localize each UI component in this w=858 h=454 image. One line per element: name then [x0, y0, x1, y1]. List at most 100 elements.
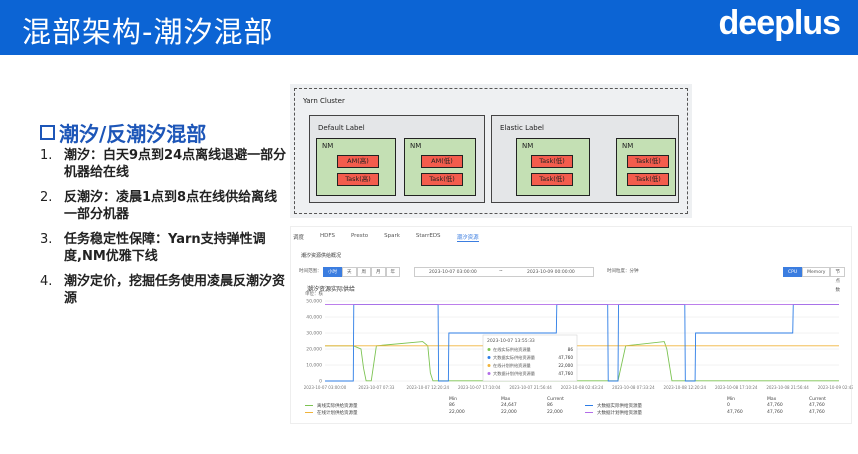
range-month[interactable]: 月: [371, 267, 386, 277]
legend-max: 22,000: [501, 410, 517, 415]
section-title-text: 潮汐/反潮汐混部: [59, 122, 207, 146]
tooltip-name: 在线实际供给资源量: [493, 346, 531, 353]
item-number: 1.: [40, 148, 53, 163]
tooltip-value: 47,760: [558, 355, 573, 360]
metric-memory[interactable]: Memory: [802, 267, 831, 277]
x-tick-label: 2023-10-08 02:43:24: [561, 385, 604, 390]
x-tick-label: 2023-10-07 21:56:44: [509, 385, 552, 390]
item-number: 3.: [40, 232, 53, 247]
list-item: 4. 潮汐定价，挖掘任务使用凌晨反潮汐资源: [40, 273, 288, 307]
slide-title: 混部架构-潮汐混部: [22, 15, 274, 49]
chart-legend: Min Max Current Min Max Current 离线实际供给资源…: [301, 397, 841, 421]
item-number: 4.: [40, 274, 53, 289]
tooltip-name: 在线计划供给资源量: [493, 362, 531, 369]
metric-nodes[interactable]: 节点数: [830, 267, 845, 293]
legend-header-current: Current: [547, 397, 564, 402]
series-line-1: [325, 341, 839, 382]
tab-spark[interactable]: Spark: [384, 233, 400, 239]
item-text: 潮汐：白天9点到24点离线退避一部分机器给在线: [64, 148, 287, 180]
tab-presto[interactable]: Presto: [350, 233, 369, 239]
range-week[interactable]: 周: [356, 267, 371, 277]
tooltip-dot: [487, 372, 491, 375]
tab-starreds[interactable]: StarrEDS: [415, 233, 441, 239]
legend-header-min: Min: [449, 397, 457, 402]
nm-label: NM: [522, 142, 534, 150]
tooltip-dot: [487, 364, 491, 367]
task-low-box: Task(低): [421, 173, 463, 186]
yarn-cluster-box: Yarn Cluster Default Label NM AM(高) Task…: [294, 88, 688, 214]
x-tick-label: 2023-10-07 17:10:04: [458, 385, 501, 390]
legend-current: 47,760: [809, 403, 825, 408]
y-tick-label: 20,000: [306, 347, 322, 353]
default-label-box: Default Label NM AM(高) Task(高) NM AM(低) …: [309, 115, 485, 203]
filter-bar: 时间范围： 小时 天 周 月 年 2023-10-07 03:00:00 ~ 2…: [299, 267, 845, 293]
metric-selector: CPU Memory 节点数: [783, 267, 845, 293]
range-year[interactable]: 年: [385, 267, 400, 277]
elastic-label-title: Elastic Label: [500, 124, 544, 132]
x-tick-label: 2023-10-08 17:10:24: [715, 385, 758, 390]
legend-current: 86: [547, 403, 553, 408]
tab-hdfs[interactable]: HDFS: [320, 233, 335, 239]
tidal-dashboard: 调度 HDFS Presto Spark StarrEDS 潮汐资源 潮汐资源供…: [290, 226, 853, 424]
legend-swatch: [585, 412, 593, 413]
range-hour[interactable]: 小时: [323, 267, 342, 277]
nm-label: NM: [322, 142, 334, 150]
square-bullet-icon: [40, 125, 55, 140]
tooltip-name: 大数据实际供给资源量: [493, 354, 535, 361]
tooltip-value: 47,760: [558, 371, 573, 376]
legend-series-name[interactable]: 在线计划供给资源量: [317, 411, 358, 416]
nm-node: NM AM(低) Task(低): [404, 138, 476, 196]
yarn-cluster-diagram: Yarn Cluster Default Label NM AM(高) Task…: [290, 84, 692, 218]
legend-swatch: [585, 405, 593, 406]
tooltip-box: [482, 334, 578, 382]
task-low-box: Task(低): [627, 155, 669, 168]
am-high-box: AM(高): [337, 155, 379, 168]
tooltip-value: 22,000: [558, 363, 573, 368]
range-label: 时间范围：: [299, 269, 322, 274]
nm-node: NM Task(低) Task(低): [616, 138, 676, 196]
legend-current: 47,760: [809, 410, 825, 415]
tooltip-value: 86: [568, 347, 574, 352]
end-time: 2023-10-09 00:00:00: [527, 270, 575, 275]
tab-tidal-resource[interactable]: 潮汐资源: [456, 235, 479, 242]
range-day[interactable]: 天: [342, 267, 357, 277]
y-tick-label: 30,000: [306, 331, 322, 337]
x-tick-label: 2023-10-08 12:20:24: [664, 385, 707, 390]
date-range-picker[interactable]: 2023-10-07 03:00:00 ~ 2023-10-09 00:00:0…: [414, 267, 594, 277]
bullet-list: 1. 潮汐：白天9点到24点离线退避一部分机器给在线 2. 反潮汐：凌晨1点到8点在…: [40, 147, 288, 315]
tooltip-name: 大数据计划供给资源量: [493, 370, 535, 377]
legend-min: 0: [727, 403, 730, 408]
am-low-box: AM(低): [421, 155, 463, 168]
default-label-title: Default Label: [318, 124, 365, 132]
supply-line-chart: 单位：核010,00020,00030,00040,00050,0002023-…: [304, 290, 853, 390]
task-low-box: Task(低): [627, 173, 669, 186]
legend-series-name[interactable]: 离线实际供给资源量: [317, 404, 358, 409]
item-text: 任务稳定性保障：Yarn支持弹性调度,NM优雅下线: [64, 232, 266, 264]
y-tick-label: 50,000: [306, 299, 322, 305]
dashboard-tabs: 调度 HDFS Presto Spark StarrEDS 潮汐资源: [293, 233, 479, 242]
slide-header: 混部架构-潮汐混部 deeplus: [0, 0, 858, 55]
legend-series-name[interactable]: 大数据计划供给资源量: [597, 411, 642, 416]
section-title: 潮汐/反潮汐混部: [40, 118, 206, 147]
y-tick-label: 40,000: [306, 315, 322, 321]
metric-cpu[interactable]: CPU: [783, 267, 803, 277]
legend-swatch: [305, 405, 313, 406]
legend-series-name[interactable]: 大数据实际供给资源量: [597, 404, 642, 409]
yarn-cluster-label: Yarn Cluster: [303, 97, 345, 105]
x-tick-label: 2023-10-08 07:33:24: [612, 385, 655, 390]
item-number: 2.: [40, 190, 53, 205]
item-text: 潮汐定价，挖掘任务使用凌晨反潮汐资源: [64, 274, 286, 306]
tab-schedule[interactable]: 调度: [293, 235, 305, 241]
legend-header-min: Min: [727, 397, 735, 402]
y-tick-label: 10,000: [306, 363, 322, 369]
x-tick-label: 2023-10-08 21:56:44: [766, 385, 809, 390]
x-tick-label: 2023-10-07 03:00:00: [304, 385, 347, 390]
task-low-box: Task(低): [531, 155, 573, 168]
legend-min: 47,760: [727, 410, 743, 415]
list-item: 3. 任务稳定性保障：Yarn支持弹性调度,NM优雅下线: [40, 231, 288, 265]
item-text: 反潮汐：凌晨1点到8点在线供给离线一部分机器: [64, 190, 278, 222]
elastic-label-box: Elastic Label NM Task(低) Task(低) NM Task…: [491, 115, 679, 203]
date-separator: ~: [499, 269, 503, 274]
list-item: 2. 反潮汐：凌晨1点到8点在线供给离线一部分机器: [40, 189, 288, 223]
dashboard-subtitle: 潮汐资源供给概况: [301, 253, 342, 259]
